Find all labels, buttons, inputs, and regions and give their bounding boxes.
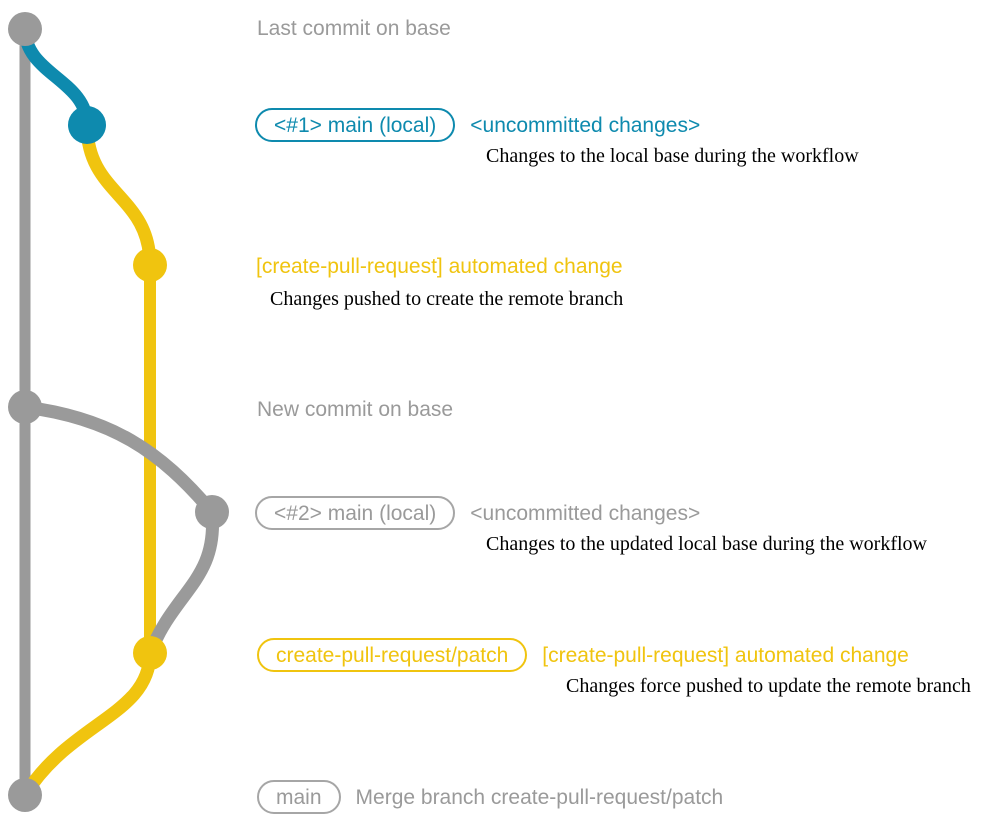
commit-node-base-last[interactable] (8, 12, 42, 46)
commit-row-remote-1: [create-pull-request] automated change (256, 256, 623, 277)
commit-note-local-2: Changes to the updated local base during… (486, 533, 927, 555)
commit-row-local-2: <#2> main (local) <uncommitted changes> (255, 496, 700, 530)
branch-pill-main[interactable]: main (257, 780, 341, 814)
commit-subject-local-1: <uncommitted changes> (470, 113, 701, 137)
commit-subject-base-last: Last commit on base (257, 17, 451, 40)
commit-subject-remote-1: [create-pull-request] automated change (256, 255, 623, 278)
commit-subject-local-2: <uncommitted changes> (470, 501, 701, 525)
commit-node-base-merge[interactable] (8, 778, 42, 812)
commit-note-local-1: Changes to the local base during the wor… (486, 145, 859, 167)
commit-row-local-1: <#1> main (local) <uncommitted changes> (255, 108, 700, 142)
commit-subject-base-new: New commit on base (257, 398, 454, 421)
commit-node-local-2[interactable] (195, 495, 229, 529)
merge-line-yellow (18, 646, 157, 802)
commit-node-remote-2[interactable] (133, 636, 167, 670)
remote-branch-line-yellow-upper (80, 118, 157, 272)
local-branch-line-blue (18, 22, 94, 132)
branch-pill-main-local-1[interactable]: <#1> main (local) (255, 108, 456, 142)
commit-node-remote-1[interactable] (133, 248, 167, 282)
commit-note-remote-2: Changes force pushed to update the remot… (566, 675, 971, 697)
commit-row-base-merge: main Merge branch create-pull-request/pa… (257, 780, 723, 814)
commit-subject-remote-2: [create-pull-request] automated change (542, 643, 909, 667)
updated-local-branch-line-gray (18, 400, 219, 519)
commit-row-remote-2: create-pull-request/patch [create-pull-r… (257, 638, 909, 672)
commit-subject-base-merge: Merge branch create-pull-request/patch (355, 785, 724, 809)
commit-node-base-new[interactable] (8, 390, 42, 424)
commit-node-local-1[interactable] (68, 106, 106, 144)
branch-pill-main-local-2[interactable]: <#2> main (local) (255, 496, 456, 530)
commit-note-remote-1: Changes pushed to create the remote bran… (270, 288, 624, 310)
local2-to-remote2-line-gray (143, 505, 220, 660)
branch-pill-create-pull-request-patch[interactable]: create-pull-request/patch (257, 638, 528, 672)
